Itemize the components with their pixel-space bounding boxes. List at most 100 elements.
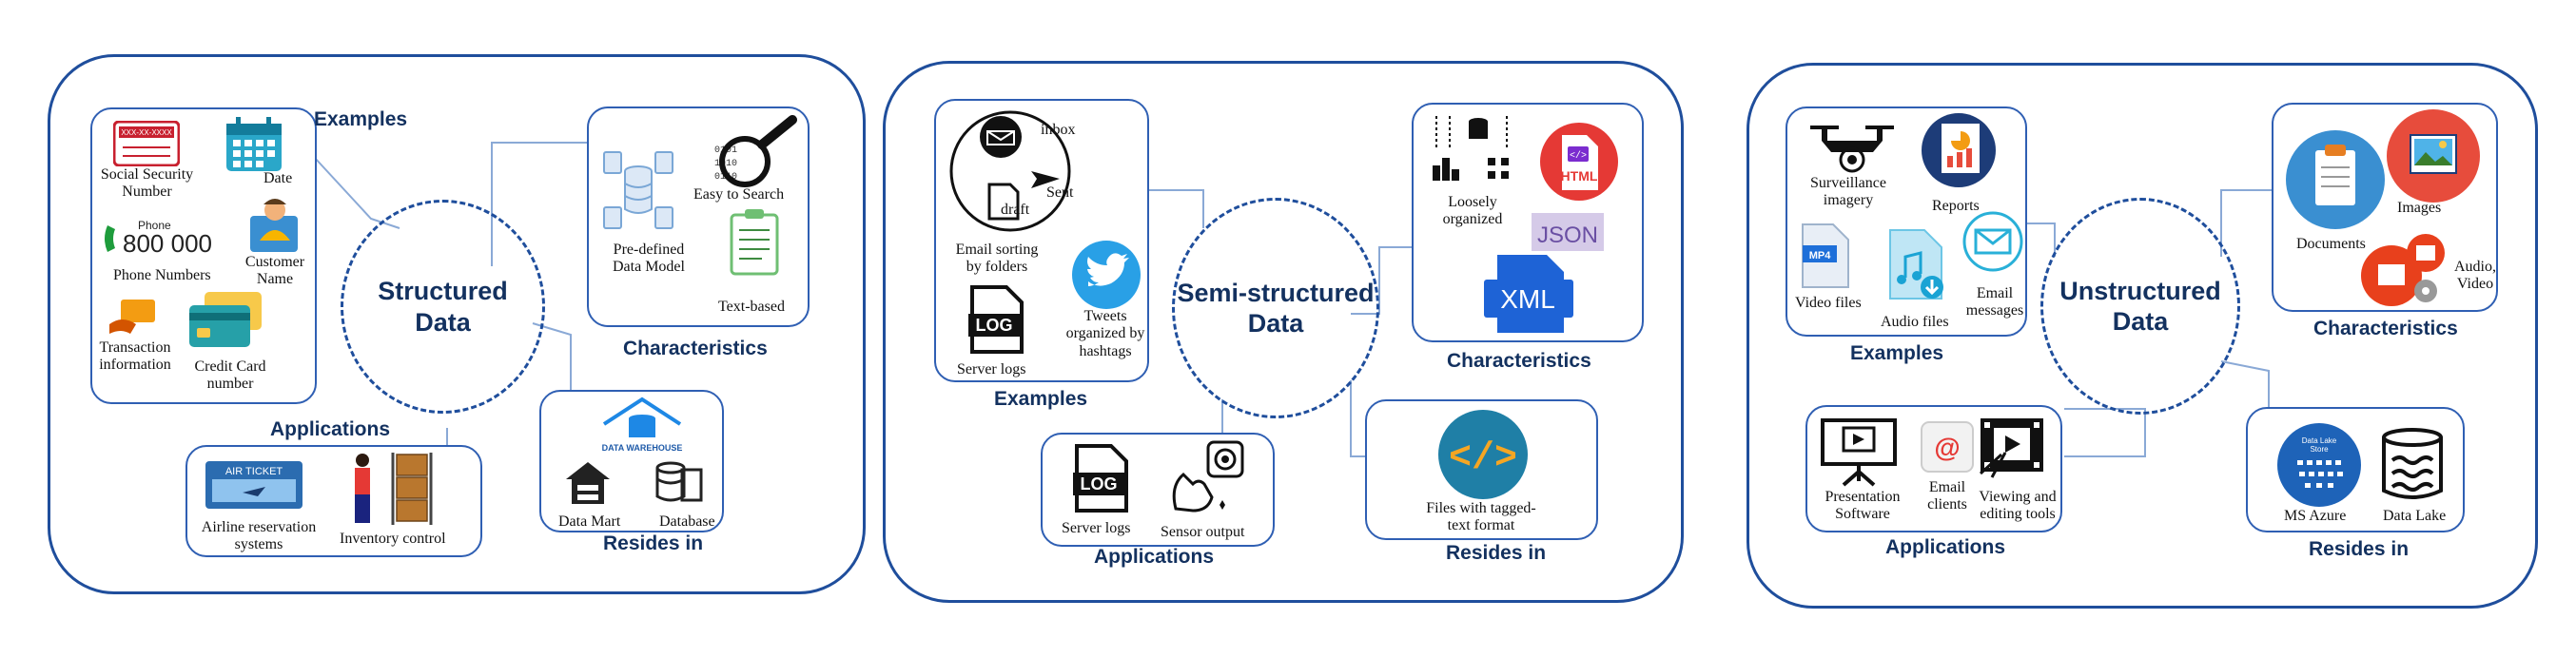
xml-icon: XML xyxy=(1484,255,1573,333)
sensor-icon xyxy=(1172,440,1244,513)
svg-text:AIR TICKET: AIR TICKET xyxy=(225,466,283,477)
characteristic-label-audio-video: Audio,Video xyxy=(2454,259,2496,293)
audio-video-icon xyxy=(2361,234,2445,306)
svg-text:@: @ xyxy=(1934,433,1960,462)
svg-text:LOG: LOG xyxy=(976,316,1013,335)
semi-applications-box: LOG Server logs Sensor output xyxy=(1041,433,1275,547)
example-label-draft: draft xyxy=(1001,202,1030,218)
clipboard-icon xyxy=(730,209,779,276)
svg-text:800 000: 800 000 xyxy=(123,229,212,258)
images-icon xyxy=(2387,109,2480,203)
email-client-icon: @ xyxy=(1921,421,1974,473)
application-label-inventory-control: Inventory control xyxy=(340,531,446,547)
magnifier-icon: 0101 1010 0110 xyxy=(714,115,797,187)
svg-text:DATA WAREHOUSE: DATA WAREHOUSE xyxy=(602,443,683,453)
audio-file-icon xyxy=(1889,229,1943,300)
loosely-organized-icon xyxy=(1433,116,1509,181)
characteristic-label-images: Images xyxy=(2397,200,2442,216)
semi-resides-box: </> Files with tagged-text format xyxy=(1365,399,1598,540)
svg-text:</>: </> xyxy=(1570,150,1587,162)
resides-label-data-mart: Data Mart xyxy=(558,513,621,530)
svg-text:MP4: MP4 xyxy=(1809,250,1832,261)
resides-label-database: Database xyxy=(659,513,715,530)
log-file-icon: LOG xyxy=(968,285,1024,354)
structured-examples-heading: Examples xyxy=(314,108,408,130)
credit-card-icon xyxy=(189,292,262,347)
inventory-icon xyxy=(355,453,433,525)
documents-icon xyxy=(2286,130,2385,229)
customer-icon xyxy=(250,199,298,252)
unstructured-characteristics-heading: Characteristics xyxy=(2313,318,2458,339)
structured-applications-heading: Applications xyxy=(270,418,391,440)
semi-examples-heading: Examples xyxy=(994,388,1088,410)
svg-text:JSON: JSON xyxy=(1537,223,1598,248)
video-file-icon: MP4 xyxy=(1802,223,1849,288)
data-warehouse-icon: DATA WAREHOUSE xyxy=(602,397,683,453)
ms-azure-icon: Data Lake Store xyxy=(2277,423,2361,507)
resides-label-tagged-text-files: Files with tagged-text format xyxy=(1426,500,1536,534)
svg-text:Store: Store xyxy=(2310,445,2329,454)
characteristic-label-documents: Documents xyxy=(2296,236,2366,252)
database-icon xyxy=(655,461,703,502)
structured-data-panel xyxy=(48,54,866,594)
log-file-icon-2: LOG xyxy=(1073,444,1128,513)
calendar-icon xyxy=(226,117,282,171)
semi-applications-heading: Applications xyxy=(1094,546,1215,568)
unstructured-applications-heading: Applications xyxy=(1885,536,2006,558)
data-mart-icon xyxy=(566,462,610,504)
semi-characteristics-heading: Characteristics xyxy=(1447,350,1591,372)
semi-resides-heading: Resides in xyxy=(1446,542,1547,564)
example-label-video-files: Video files xyxy=(1795,295,1862,311)
svg-text:XXX-XX-XXXX: XXX-XX-XXXX xyxy=(121,128,172,137)
presentation-icon xyxy=(1821,418,1897,487)
svg-text:1010: 1010 xyxy=(714,159,737,169)
semi-structured-data-panel xyxy=(883,61,1684,603)
video-editing-icon xyxy=(1979,418,2043,478)
example-label-server-logs: Server logs xyxy=(957,361,1026,377)
unstructured-resides-heading: Resides in xyxy=(2309,538,2410,560)
characteristic-label-easy-to-search: Easy to Search xyxy=(693,186,785,203)
email-folders-icon xyxy=(949,110,1071,232)
email-message-icon xyxy=(1962,211,2023,272)
unstructured-resides-box: Data Lake Store MS Azure Data Lake xyxy=(2246,407,2465,532)
tagged-text-icon: </> xyxy=(1438,410,1528,499)
svg-text:</>: </> xyxy=(1449,437,1517,480)
example-label-inbox: inbox xyxy=(1041,122,1076,138)
json-icon: JSON xyxy=(1532,213,1604,251)
svg-text:LOG: LOG xyxy=(1081,474,1118,494)
svg-text:HTML: HTML xyxy=(1561,168,1598,184)
example-label-audio-files: Audio files xyxy=(1881,314,1949,330)
svg-text:Data Lake: Data Lake xyxy=(2302,436,2337,445)
characteristic-label-text-based: Text-based xyxy=(718,299,785,315)
unstructured-characteristics-box: Documents Images Audio,Video xyxy=(2272,103,2498,312)
unstructured-examples-heading: Examples xyxy=(1850,342,1944,364)
resides-label-ms-azure: MS Azure xyxy=(2284,508,2347,524)
structured-resides-heading: Resides in xyxy=(603,532,704,554)
html-icon: </> HTML xyxy=(1540,123,1618,201)
application-label-server-logs: Server logs xyxy=(1062,520,1131,536)
drone-icon xyxy=(1810,126,1894,173)
air-ticket-icon: AIR TICKET xyxy=(205,461,302,509)
twitter-icon xyxy=(1072,241,1141,309)
example-label-sent: Sent xyxy=(1046,184,1074,201)
